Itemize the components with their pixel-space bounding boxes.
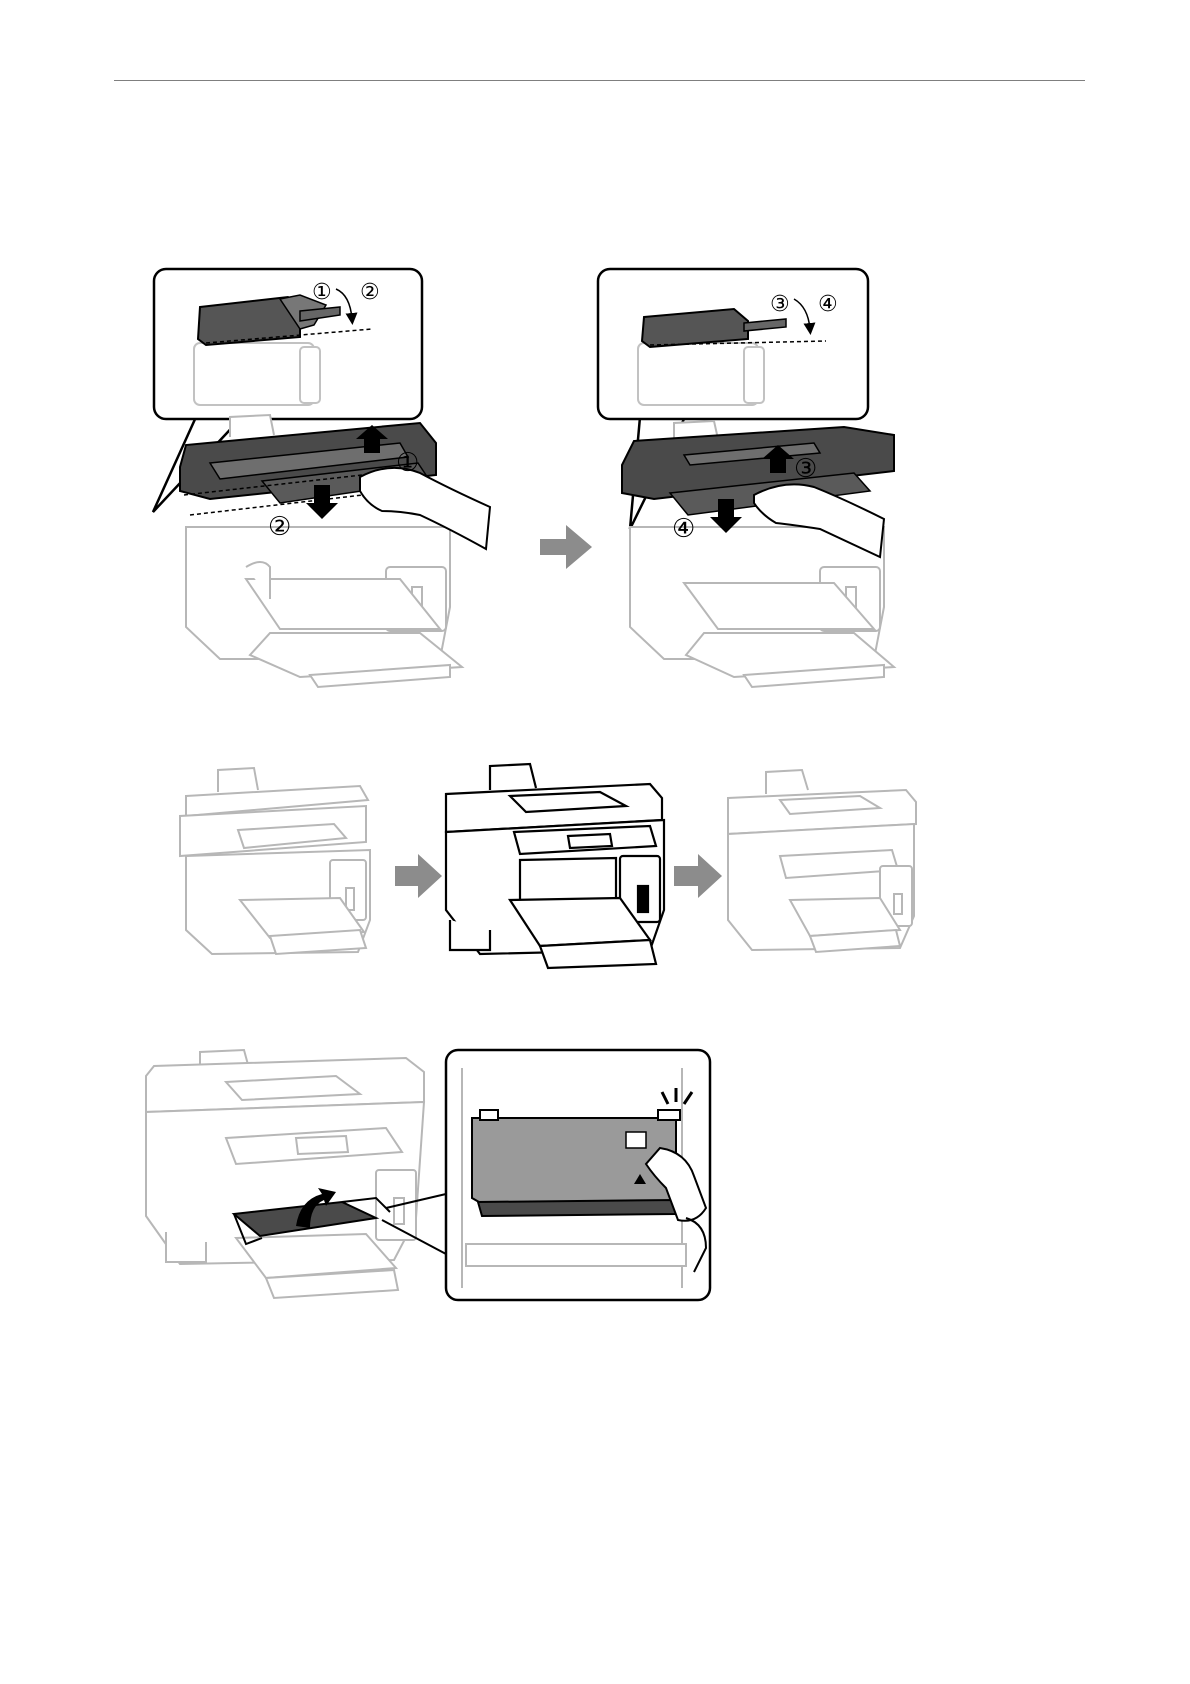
arrow-right-icon [540,525,592,569]
figure-printer-sequence [180,770,960,980]
step-2-label: ② [268,512,291,542]
header-rule [114,80,1085,81]
step-3-label: ③ [794,454,817,484]
callout-step-2: ② [360,280,380,305]
callout-step-3: ③ [770,292,790,317]
arrow-right-icon [395,854,442,898]
arrow-right-icon [674,854,722,898]
step-1-label: ① [396,448,419,478]
printer-state-3 [728,770,916,952]
printer-state-1 [180,768,370,954]
printer-state-2 [446,764,664,968]
printer-illustration [146,1050,424,1298]
callout-step-1: ① [312,280,332,305]
figure-close-scanner-step1: ① ② ① ② [150,267,540,687]
callout-detail [446,1050,710,1300]
callout-step-4: ④ [818,292,838,317]
step-4-label: ④ [672,514,695,544]
figure-rear-cover [146,1048,716,1302]
figure-close-scanner-step2: ③ ④ ③ ④ [594,267,944,687]
